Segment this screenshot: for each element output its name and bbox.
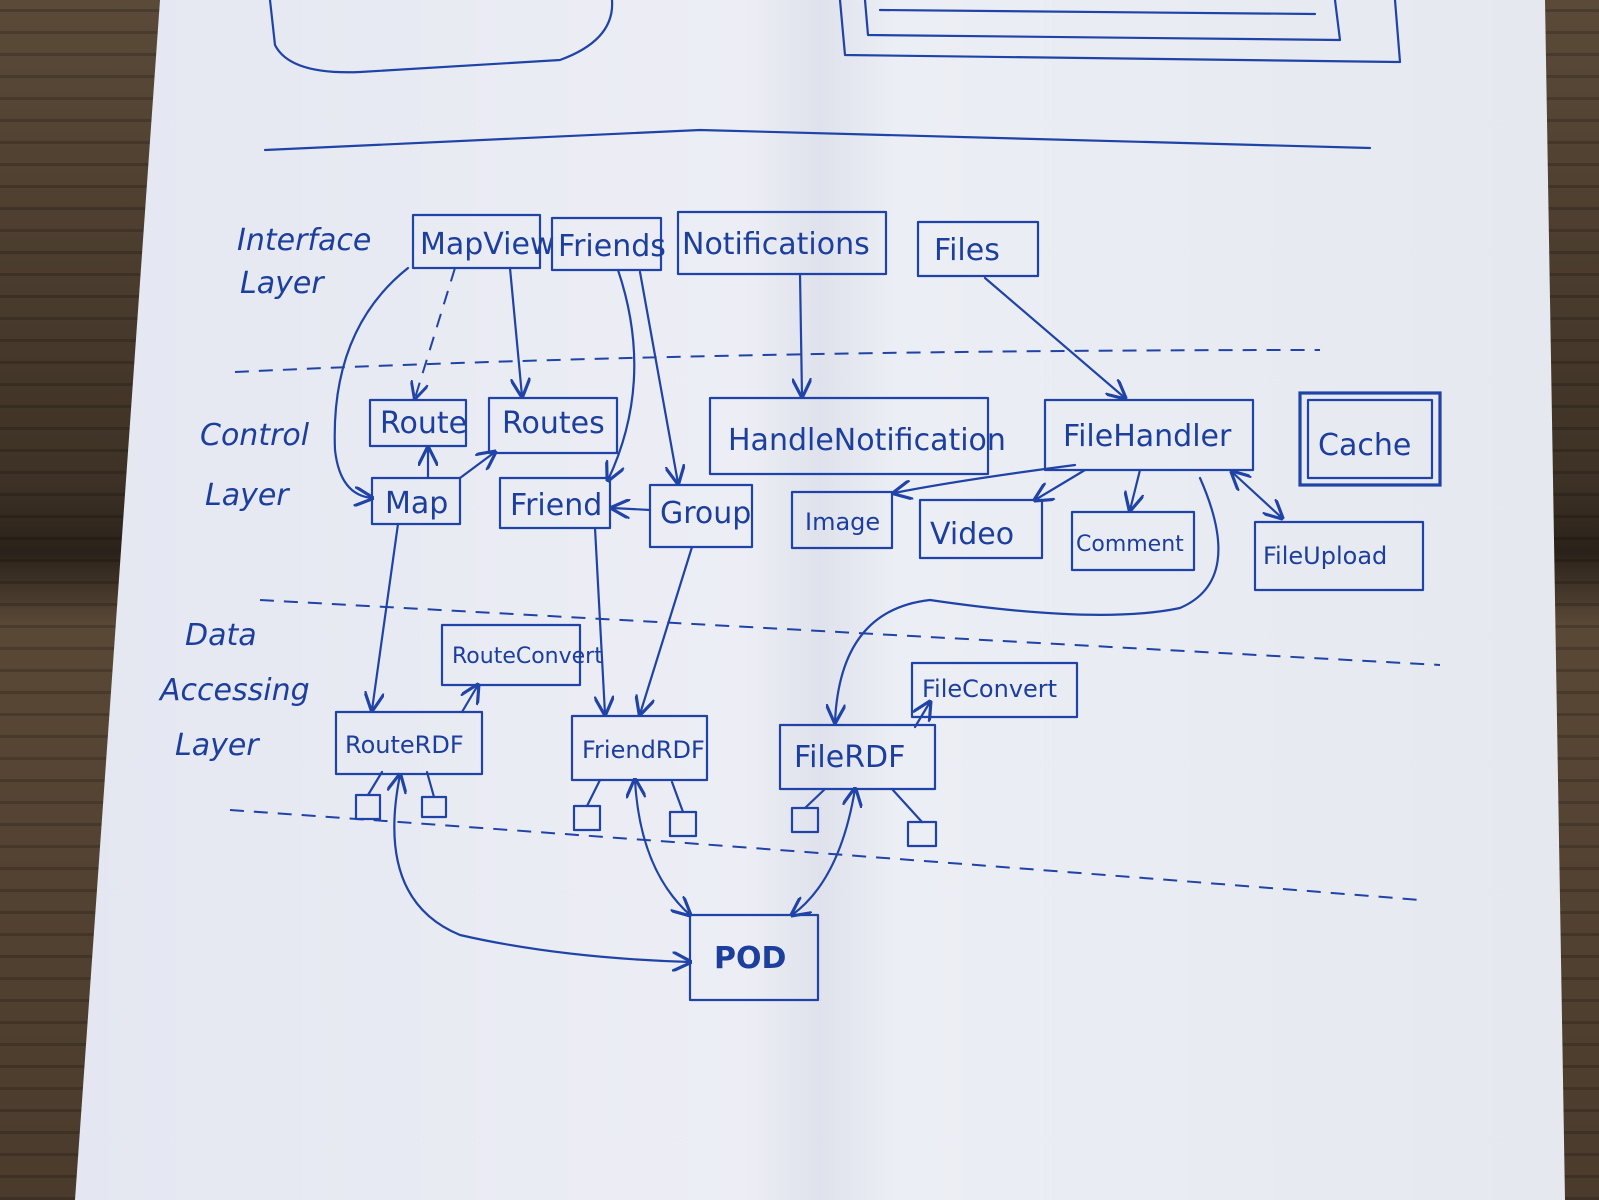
node-image-label: Image xyxy=(805,508,880,536)
node-routes-label: Routes xyxy=(502,406,605,441)
layer-label-interface-line2: Layer xyxy=(240,266,325,301)
layer-label-control-line1: Control xyxy=(200,418,310,453)
layer-label-data-line1: Data xyxy=(185,618,257,653)
node-comment-label: Comment xyxy=(1076,532,1184,557)
node-friend: Friend xyxy=(498,476,612,530)
node-cache: Cache xyxy=(1298,391,1442,487)
node-route-label: Route xyxy=(380,406,467,441)
top-sketch-right xyxy=(838,0,1402,64)
layer-label-data: Data Accessing Layer xyxy=(158,618,310,763)
node-routerdf-label: RouteRDF xyxy=(345,731,464,759)
node-friends: Friends xyxy=(550,216,666,272)
node-pod-label: POD xyxy=(714,941,786,976)
node-filerdf-label: FileRDF xyxy=(794,740,905,775)
paper-sheet xyxy=(75,0,1565,1200)
node-routes: Routes xyxy=(487,396,619,455)
node-pod: POD xyxy=(688,913,820,1002)
node-routeconvert: RouteConvert xyxy=(440,623,603,687)
layer-label-data-line3: Layer xyxy=(175,728,260,763)
layer-label-interface-line1: Interface xyxy=(237,223,371,258)
node-fileconvert-label: FileConvert xyxy=(922,675,1057,703)
layer-label-data-line2: Accessing xyxy=(158,673,310,708)
node-friend-label: Friend xyxy=(510,488,602,523)
node-filehandler-label: FileHandler xyxy=(1063,419,1232,454)
edges xyxy=(333,266,1282,962)
node-image: Image xyxy=(790,490,894,550)
node-fileupload: FileUpload xyxy=(1253,520,1425,592)
node-mapview-label: MapView xyxy=(420,227,555,262)
node-fileconvert: FileConvert xyxy=(910,661,1079,719)
node-route: Route xyxy=(368,398,468,448)
node-routeconvert-label: RouteConvert xyxy=(452,644,603,669)
layer-divider-1 xyxy=(234,349,1321,373)
layer-label-interface: Interface Layer xyxy=(237,223,371,301)
section-divider-line xyxy=(263,128,1372,152)
node-files: Files xyxy=(916,220,1040,278)
node-video: Video xyxy=(918,498,1044,560)
node-cache-label: Cache xyxy=(1318,428,1411,463)
node-files-label: Files xyxy=(934,233,1000,268)
top-sketch-left xyxy=(268,0,614,74)
node-friendrdf-label: FriendRDF xyxy=(582,736,705,764)
node-notifications: Notifications xyxy=(676,210,888,276)
layer-label-control: Control Layer xyxy=(200,418,310,513)
node-mapview: MapView xyxy=(411,213,555,270)
node-handlenotification: HandleNotification xyxy=(708,396,1006,476)
node-notifications-label: Notifications xyxy=(682,227,870,262)
node-video-label: Video xyxy=(930,517,1014,552)
node-fileupload-label: FileUpload xyxy=(1263,542,1387,570)
node-map-label: Map xyxy=(385,486,448,521)
layer-label-control-line2: Layer xyxy=(205,478,290,513)
node-filehandler: FileHandler xyxy=(1043,398,1255,472)
node-group-label: Group xyxy=(660,496,751,531)
layer-divider-2 xyxy=(259,599,1441,666)
node-group: Group xyxy=(648,483,754,549)
node-handlenotification-label: HandleNotification xyxy=(728,423,1006,458)
node-friends-label: Friends xyxy=(558,229,666,264)
